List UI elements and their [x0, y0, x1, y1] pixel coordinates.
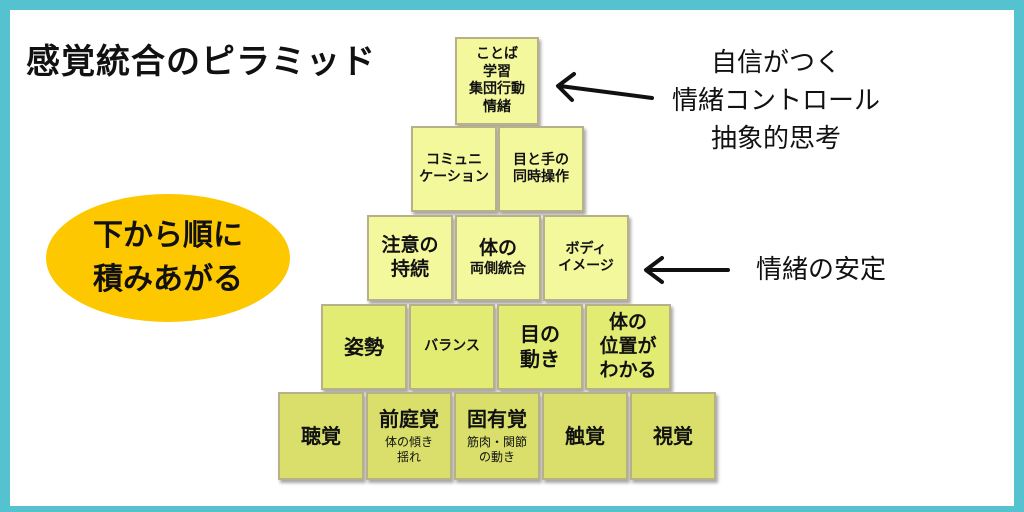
- block-label: 視覚: [653, 423, 693, 448]
- result-line: 情緒コントロール: [671, 86, 880, 116]
- eye-movement-block: 目の 動き: [497, 304, 583, 390]
- block-line: 体の: [608, 311, 647, 334]
- block-line: イメージ: [558, 258, 614, 274]
- top-line: ことば: [476, 46, 518, 62]
- block-line: 位置が: [599, 335, 657, 358]
- block-line: 姿勢: [344, 334, 384, 359]
- stacking-note-badge: 下から順に 積みあがる: [46, 194, 290, 322]
- sub-line: 体の傾き: [384, 435, 433, 449]
- block-label: 固有覚: [467, 407, 527, 431]
- sub-line: 筋肉・関節: [466, 435, 527, 449]
- block-line: わかる: [599, 358, 657, 381]
- badge-line: 下から順に: [93, 218, 243, 253]
- arrow-middle: [644, 256, 730, 284]
- vestibular-block: 前庭覚 体の傾き 揺れ: [366, 392, 452, 480]
- balance-block: バランス: [409, 304, 495, 390]
- block-line: ケーション: [419, 169, 489, 185]
- block-line: 目の: [520, 322, 560, 346]
- arrow-top: [556, 72, 654, 102]
- proprioceptive-block: 固有覚 筋肉・関節 の動き: [454, 392, 540, 480]
- touch-block: 触覚: [542, 392, 628, 480]
- top-line: 集団行動: [469, 81, 525, 97]
- block-sub: 体の傾き 揺れ: [385, 435, 433, 465]
- vision-block: 視覚: [630, 392, 716, 480]
- top-result-text: 自信がつく 情緒コントロール 抽象的思考: [652, 44, 900, 158]
- body-position-block: 体の 位置が わかる: [585, 304, 671, 390]
- block-label: 触覚: [565, 423, 605, 448]
- attention-block: 注意の 持続: [367, 215, 453, 301]
- block-line: 同時操作: [513, 169, 569, 185]
- result-line: 抽象的思考: [710, 124, 841, 154]
- block-sub: 筋肉・関節 の動き: [467, 435, 527, 465]
- body-image-block: ボディ イメージ: [543, 215, 629, 301]
- bilateral-block: 体の 両側統合: [455, 215, 541, 301]
- block-line: コミュニ: [426, 151, 482, 168]
- block-line: 注意の: [381, 234, 439, 257]
- hearing-block: 聴覚: [278, 392, 364, 480]
- block-line: 目と手の: [513, 151, 569, 168]
- communication-block: コミュニ ケーション: [411, 126, 497, 212]
- posture-block: 姿勢: [321, 304, 407, 390]
- block-line: 体の: [478, 237, 517, 260]
- badge-line: 積みあがる: [93, 262, 243, 297]
- page-title: 感覚統合のピラミッド: [26, 42, 376, 82]
- pyramid-top-block: ことば 学習 集団行動 情緒: [455, 37, 539, 125]
- block-line: バランス: [424, 338, 480, 355]
- sub-line: 揺れ: [396, 450, 421, 464]
- eye-hand-block: 目と手の 同時操作: [498, 126, 584, 212]
- top-line: 情緒: [483, 98, 511, 115]
- block-label: 聴覚: [301, 423, 341, 448]
- block-label: 前庭覚: [379, 407, 439, 431]
- result-line: 自信がつく: [710, 48, 841, 78]
- block-line: 動き: [520, 347, 560, 371]
- block-line: ボディ: [565, 240, 607, 257]
- sub-line: の動き: [478, 450, 515, 464]
- block-line: 持続: [390, 258, 429, 280]
- middle-result-text: 情緒の安定: [755, 255, 886, 285]
- block-line: 両側統合: [470, 261, 526, 278]
- top-line: 学習: [483, 63, 511, 80]
